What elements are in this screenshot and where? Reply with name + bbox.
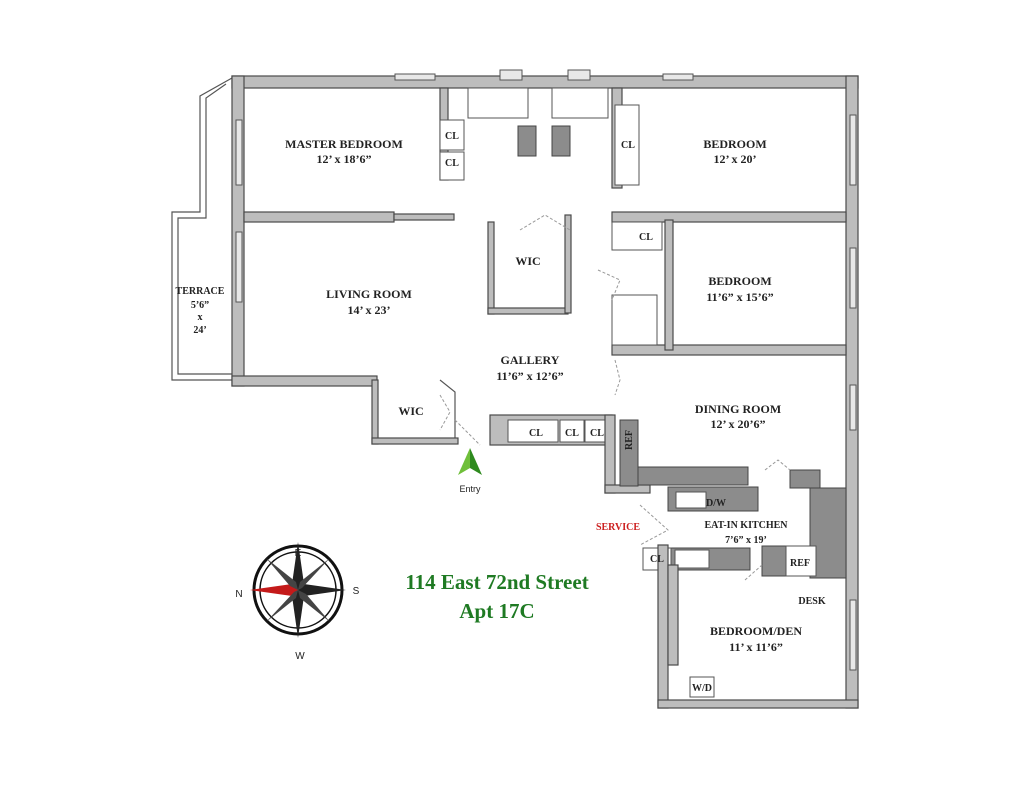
compass-west: W bbox=[295, 651, 305, 662]
bedroom-den-label: BEDROOM/DEN bbox=[710, 624, 802, 638]
walls bbox=[231, 69, 859, 709]
closet-label: CL bbox=[445, 131, 459, 142]
closet-label: CL bbox=[590, 428, 604, 439]
compass-north: N bbox=[235, 589, 242, 600]
terrace-outline bbox=[171, 77, 233, 381]
terrace-size-x: x bbox=[198, 312, 203, 323]
washer-dryer-label: W/D bbox=[692, 683, 712, 694]
dining-room-size: 12’ x 20’6” bbox=[710, 417, 765, 431]
bedroom-2-label: BEDROOM bbox=[708, 274, 771, 288]
terrace-size-b: 24’ bbox=[193, 325, 206, 336]
kitchen-label: EAT-IN KITCHEN bbox=[704, 520, 788, 531]
kitchen-size: 7’6” x 19’ bbox=[725, 535, 767, 546]
closet-label: CL bbox=[621, 140, 635, 151]
bedroom-1-size: 12’ x 20’ bbox=[713, 152, 756, 166]
address-unit: Apt 17C bbox=[459, 599, 534, 623]
ref-label: REF bbox=[624, 430, 635, 450]
bedroom-den-size: 11’ x 11’6” bbox=[729, 640, 783, 654]
compass-south: S bbox=[353, 586, 360, 597]
closet-label: CL bbox=[445, 158, 459, 169]
gallery-size: 11’6” x 12’6” bbox=[496, 369, 563, 383]
entry-label: Entry bbox=[459, 484, 481, 494]
closet-label: CL bbox=[650, 554, 664, 565]
compass-rose-icon bbox=[250, 542, 346, 638]
wic-label: WIC bbox=[398, 404, 423, 418]
closet-label: CL bbox=[529, 428, 543, 439]
bedroom-1-label: BEDROOM bbox=[703, 137, 766, 151]
closet-label: CL bbox=[565, 428, 579, 439]
address-street: 114 East 72nd Street bbox=[405, 570, 588, 594]
living-room-label: LIVING ROOM bbox=[326, 287, 412, 301]
closet-label: CL bbox=[639, 232, 653, 243]
entry-arrow-icon bbox=[458, 448, 482, 475]
master-bedroom-label: MASTER BEDROOM bbox=[285, 137, 403, 151]
service-entrance-label: SERVICE bbox=[596, 522, 640, 533]
bedroom-2-size: 11’6” x 15’6” bbox=[706, 290, 773, 304]
desk-label: DESK bbox=[798, 596, 825, 607]
compass-east: E bbox=[295, 548, 302, 559]
dishwasher-label: D/W bbox=[706, 498, 726, 509]
wic-label: WIC bbox=[515, 254, 540, 268]
terrace-size-a: 5’6” bbox=[191, 300, 209, 311]
dining-room-label: DINING ROOM bbox=[695, 402, 781, 416]
gallery-label: GALLERY bbox=[501, 353, 560, 367]
ref-label: REF bbox=[790, 558, 810, 569]
master-bedroom-size: 12’ x 18’6” bbox=[316, 152, 371, 166]
terrace-label: TERRACE bbox=[176, 286, 225, 297]
living-room-size: 14’ x 23’ bbox=[347, 303, 390, 317]
